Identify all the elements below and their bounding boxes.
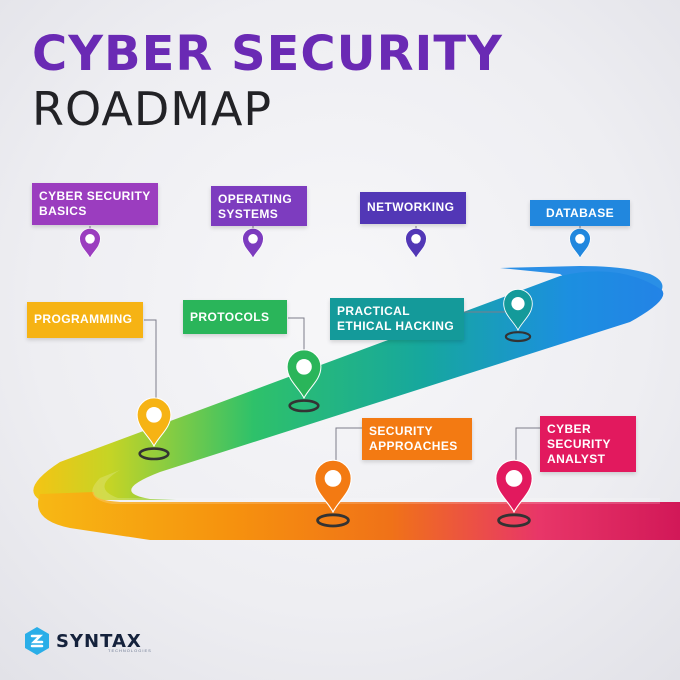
step-label-cyber-security-analyst: CYBER SECURITY ANALYST xyxy=(540,416,636,472)
page-title: CYBER SECURITY xyxy=(32,26,503,82)
marker-security-approaches-icon xyxy=(314,459,352,528)
syntax-logo-icon xyxy=(25,627,49,655)
road-diagonal xyxy=(33,271,664,500)
marker-cyber-security-analyst-icon xyxy=(495,459,533,528)
marker-operating-systems-icon xyxy=(242,228,264,259)
connector-protocols xyxy=(288,317,305,360)
step-label-practical-ethical-hacking: PRACTICAL ETHICAL HACKING xyxy=(330,298,464,340)
step-label-cyber-security-basics: CYBER SECURITY BASICS xyxy=(32,183,158,225)
step-label-protocols: PROTOCOLS xyxy=(183,300,287,334)
marker-cyber-security-basics-icon xyxy=(79,228,101,259)
marker-networking-icon xyxy=(405,228,427,259)
marker-practical-ethical-hacking-icon xyxy=(503,288,533,343)
step-label-programming: PROGRAMMING xyxy=(27,302,143,338)
marker-programming-icon xyxy=(136,397,172,461)
brand-logo: SYNTAX TECHNOLOGIES xyxy=(22,626,151,656)
connector-approaches xyxy=(335,427,362,462)
connector-programming xyxy=(144,319,157,402)
marker-database-icon xyxy=(569,228,591,259)
road-highlight xyxy=(92,470,661,504)
step-label-operating-systems: OPERATING SYSTEMS xyxy=(211,186,307,226)
brand-name: SYNTAX xyxy=(56,630,142,652)
step-label-networking: NETWORKING xyxy=(360,192,466,224)
page-subtitle: ROADMAP xyxy=(32,82,273,136)
step-label-security-approaches: SECURITY APPROACHES xyxy=(362,418,472,460)
brand-tagline: TECHNOLOGIES xyxy=(108,648,152,653)
step-label-database: DATABASE xyxy=(530,200,630,226)
marker-protocols-icon xyxy=(286,349,322,413)
connector-analyst xyxy=(515,427,540,462)
